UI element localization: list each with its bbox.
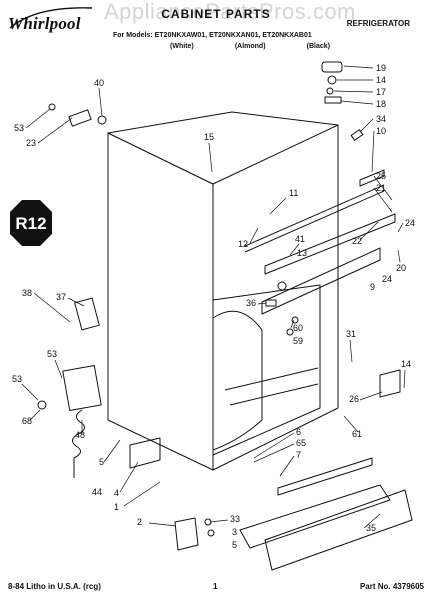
brand-name: Whirlpool <box>8 14 81 33</box>
top-rail <box>359 169 385 187</box>
callout-25: 25 <box>376 171 386 181</box>
product-line: REFRIGERATOR <box>346 19 410 28</box>
callout-22: 22 <box>352 236 362 246</box>
callout-33: 33 <box>230 514 240 524</box>
callout-68: 68 <box>22 416 32 426</box>
liner-floor-2 <box>229 383 319 406</box>
liner-opening <box>212 284 321 456</box>
color-white: (White) <box>170 43 194 50</box>
color-black: (Black) <box>306 43 330 50</box>
callout-65: 65 <box>296 438 306 448</box>
cabinet-back-bottom <box>212 407 339 471</box>
callout-5-left: 5 <box>99 457 104 467</box>
callout-6: 6 <box>296 427 301 437</box>
models-line: For Models: ET20NKXAW01, ET20NKXAN01, ET… <box>113 32 312 39</box>
r12-badge-text: R12 <box>15 214 46 233</box>
callout-20: 20 <box>396 263 406 273</box>
callout-53-mid: 53 <box>47 349 57 359</box>
footer-page-number: 1 <box>213 582 218 591</box>
callout-23: 23 <box>26 138 36 148</box>
watermark-text: AppliancePartsPros.com <box>104 0 356 24</box>
callout-61: 61 <box>352 429 362 439</box>
top-hinge-cover <box>321 61 343 73</box>
callout-38: 38 <box>22 288 32 298</box>
callout-35: 35 <box>366 523 376 533</box>
callout-60: 60 <box>293 323 303 333</box>
section-title: CABINET PARTS <box>161 7 271 21</box>
callout-41: 41 <box>295 234 305 244</box>
toe-grille <box>239 484 391 549</box>
callout-48: 48 <box>75 430 85 440</box>
callout-3: 3 <box>232 527 237 537</box>
callout-10: 10 <box>376 126 386 136</box>
callout-44: 44 <box>92 487 102 497</box>
cabinet-body <box>107 132 214 471</box>
callout-37: 37 <box>56 292 66 302</box>
liner-floor <box>224 367 319 391</box>
callout-26: 26 <box>349 394 359 404</box>
leader-lines <box>21 65 406 529</box>
callout-53: 53 <box>14 123 24 133</box>
callout-13: 13 <box>297 248 307 258</box>
callout-4: 4 <box>114 488 119 498</box>
callout-7: 7 <box>296 450 301 460</box>
callout-24-upper: 24 <box>405 218 415 228</box>
callout-36: 36 <box>246 298 256 308</box>
callout-24-lower: 24 <box>382 274 392 284</box>
callout-5-bottom: 5 <box>232 540 237 550</box>
callout-2: 2 <box>137 517 142 527</box>
crossbar <box>261 247 381 315</box>
callout-11: 11 <box>289 188 298 198</box>
callout-53-low: 53 <box>12 374 22 384</box>
callout-31: 31 <box>346 329 356 339</box>
base-grille <box>264 489 413 571</box>
callout-18: 18 <box>376 99 386 109</box>
callout-40: 40 <box>94 78 104 88</box>
hinge-bracket <box>68 109 92 127</box>
footer-part-number: Part No. 4379605 <box>359 582 424 591</box>
callout-12: 12 <box>238 239 248 249</box>
callout-34: 34 <box>376 114 386 124</box>
color-almond: (Almond) <box>234 43 266 50</box>
liner-curve <box>212 310 263 451</box>
callout-59: 59 <box>293 336 303 346</box>
color-variants: (White) (Almond) (Black) <box>170 43 330 50</box>
callout-14: 14 <box>376 75 386 85</box>
callout-14-right: 14 <box>401 359 411 369</box>
footer-litho: 8-84 Litho in U.S.A. (rcg) <box>8 582 101 591</box>
callout-19: 19 <box>376 63 386 73</box>
callout-15: 15 <box>204 132 214 142</box>
callout-21: 21 <box>376 183 386 193</box>
logo-swoosh-icon <box>9 7 93 29</box>
callout-17: 17 <box>376 87 386 97</box>
callout-9: 9 <box>370 282 375 292</box>
r12-badge: R12 <box>10 200 52 246</box>
callout-labels: 19 14 17 18 34 10 40 53 23 15 11 12 41 1… <box>12 63 415 550</box>
callout-1: 1 <box>114 502 119 512</box>
